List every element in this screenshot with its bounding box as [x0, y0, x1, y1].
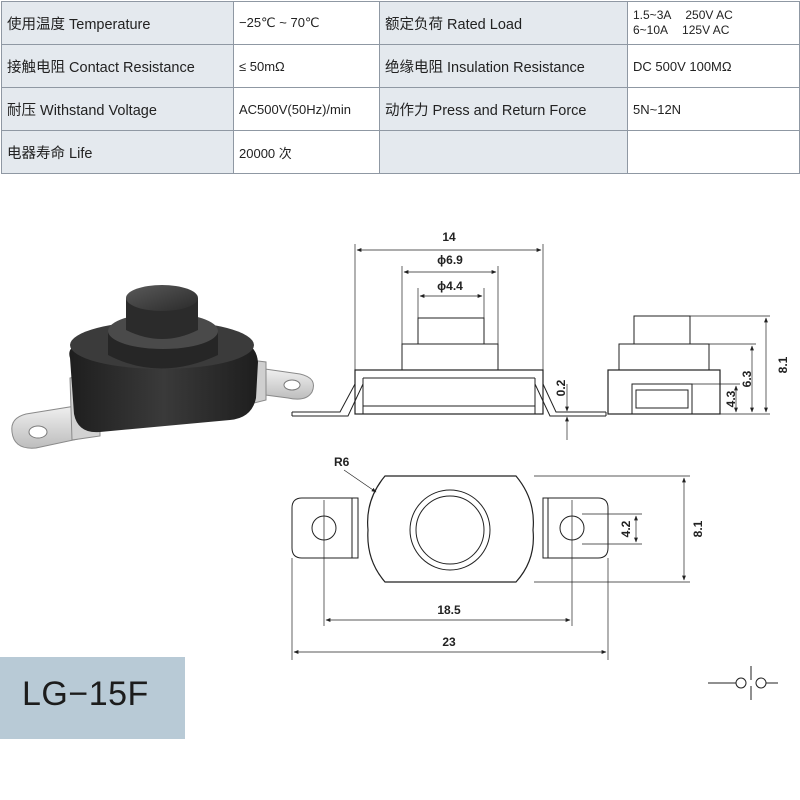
dim-label-8-1-side: 8.1 — [776, 356, 790, 373]
spec-value-insulation-resistance: DC 500V 100MΩ — [627, 44, 800, 88]
spec-label-temperature: 使用温度 Temperature — [1, 1, 234, 45]
dim-label-4-3: 4.3 — [724, 390, 738, 407]
spec-row-resistance: 接触电阻 Contact Resistance ≤ 50mΩ 绝缘电阻 Insu… — [1, 44, 800, 88]
dim-label-23: 23 — [442, 635, 456, 649]
spec-empty-label-cell — [379, 130, 628, 174]
dim-label-8-1-top: 8.1 — [691, 520, 705, 537]
model-name: LG−15F — [22, 675, 149, 713]
spec-row-voltage-force: 耐压 Withstand Voltage AC500V(50Hz)/min 动作… — [1, 87, 800, 131]
top-view-dims — [291, 469, 690, 660]
spec-value-press-return-force: 5N~12N — [627, 87, 800, 131]
spec-label-insulation-resistance: 绝缘电阻 Insulation Resistance — [379, 44, 628, 88]
dim-label-4-2: 4.2 — [619, 520, 633, 537]
dim-label-dia-6-9: ϕ6.9 — [437, 253, 463, 267]
spec-value-life: 20000 次 — [233, 130, 380, 174]
spec-row-temperature-load: 使用温度 Temperature −25℃ ~ 70℃ 额定负荷 Rated L… — [1, 1, 800, 45]
dim-label-0-2: 0.2 — [554, 379, 568, 396]
side-view-dims — [690, 315, 770, 415]
front-view-dims — [354, 244, 569, 440]
switch-symbol-icon — [708, 666, 778, 700]
spec-value-withstand-voltage: AC500V(50Hz)/min — [233, 87, 380, 131]
spec-label-withstand-voltage: 耐压 Withstand Voltage — [1, 87, 234, 131]
spec-label-life: 电器寿命 Life — [1, 130, 234, 174]
spec-table: 使用温度 Temperature −25℃ ~ 70℃ 额定负荷 Rated L… — [1, 1, 800, 174]
spec-row-life: 电器寿命 Life 20000 次 — [1, 130, 800, 174]
top-view-outline — [291, 475, 609, 583]
dim-label-14: 14 — [442, 230, 456, 244]
switch-3d-illustration — [11, 285, 314, 449]
dim-label-dia-4-4: ϕ4.4 — [437, 279, 463, 293]
spec-label-press-return-force: 动作力 Press and Return Force — [379, 87, 628, 131]
front-view-outline — [291, 317, 607, 417]
spec-value-contact-resistance: ≤ 50mΩ — [233, 44, 380, 88]
dim-label-r6: R6 — [334, 455, 350, 469]
dim-label-6-3: 6.3 — [740, 370, 754, 387]
spec-empty-value-cell — [627, 130, 800, 174]
side-view-outline — [607, 315, 721, 415]
dim-label-18-5: 18.5 — [437, 603, 461, 617]
model-badge: LG−15F — [0, 657, 185, 739]
